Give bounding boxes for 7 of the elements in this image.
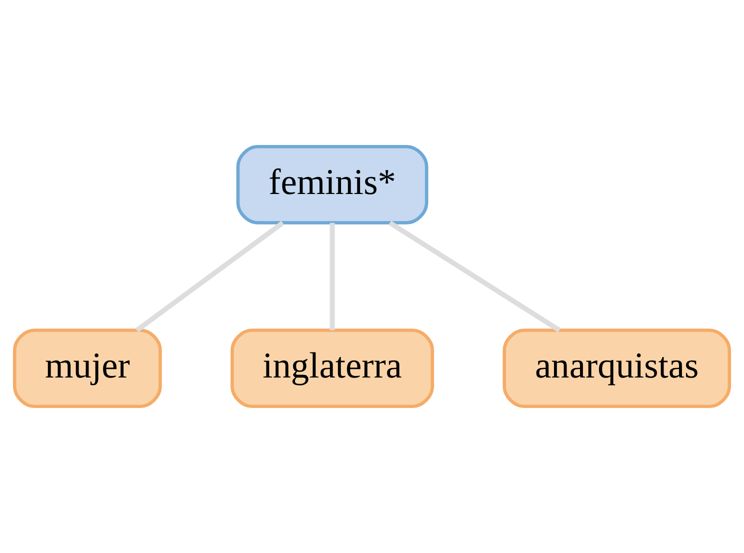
node-box: mujer	[12, 328, 162, 408]
node-box: feminis*	[236, 144, 428, 224]
node-box: anarquistas	[502, 328, 732, 408]
node-box: inglaterra	[230, 328, 434, 408]
connector	[330, 222, 335, 330]
connector	[388, 220, 561, 332]
connector	[135, 220, 284, 332]
